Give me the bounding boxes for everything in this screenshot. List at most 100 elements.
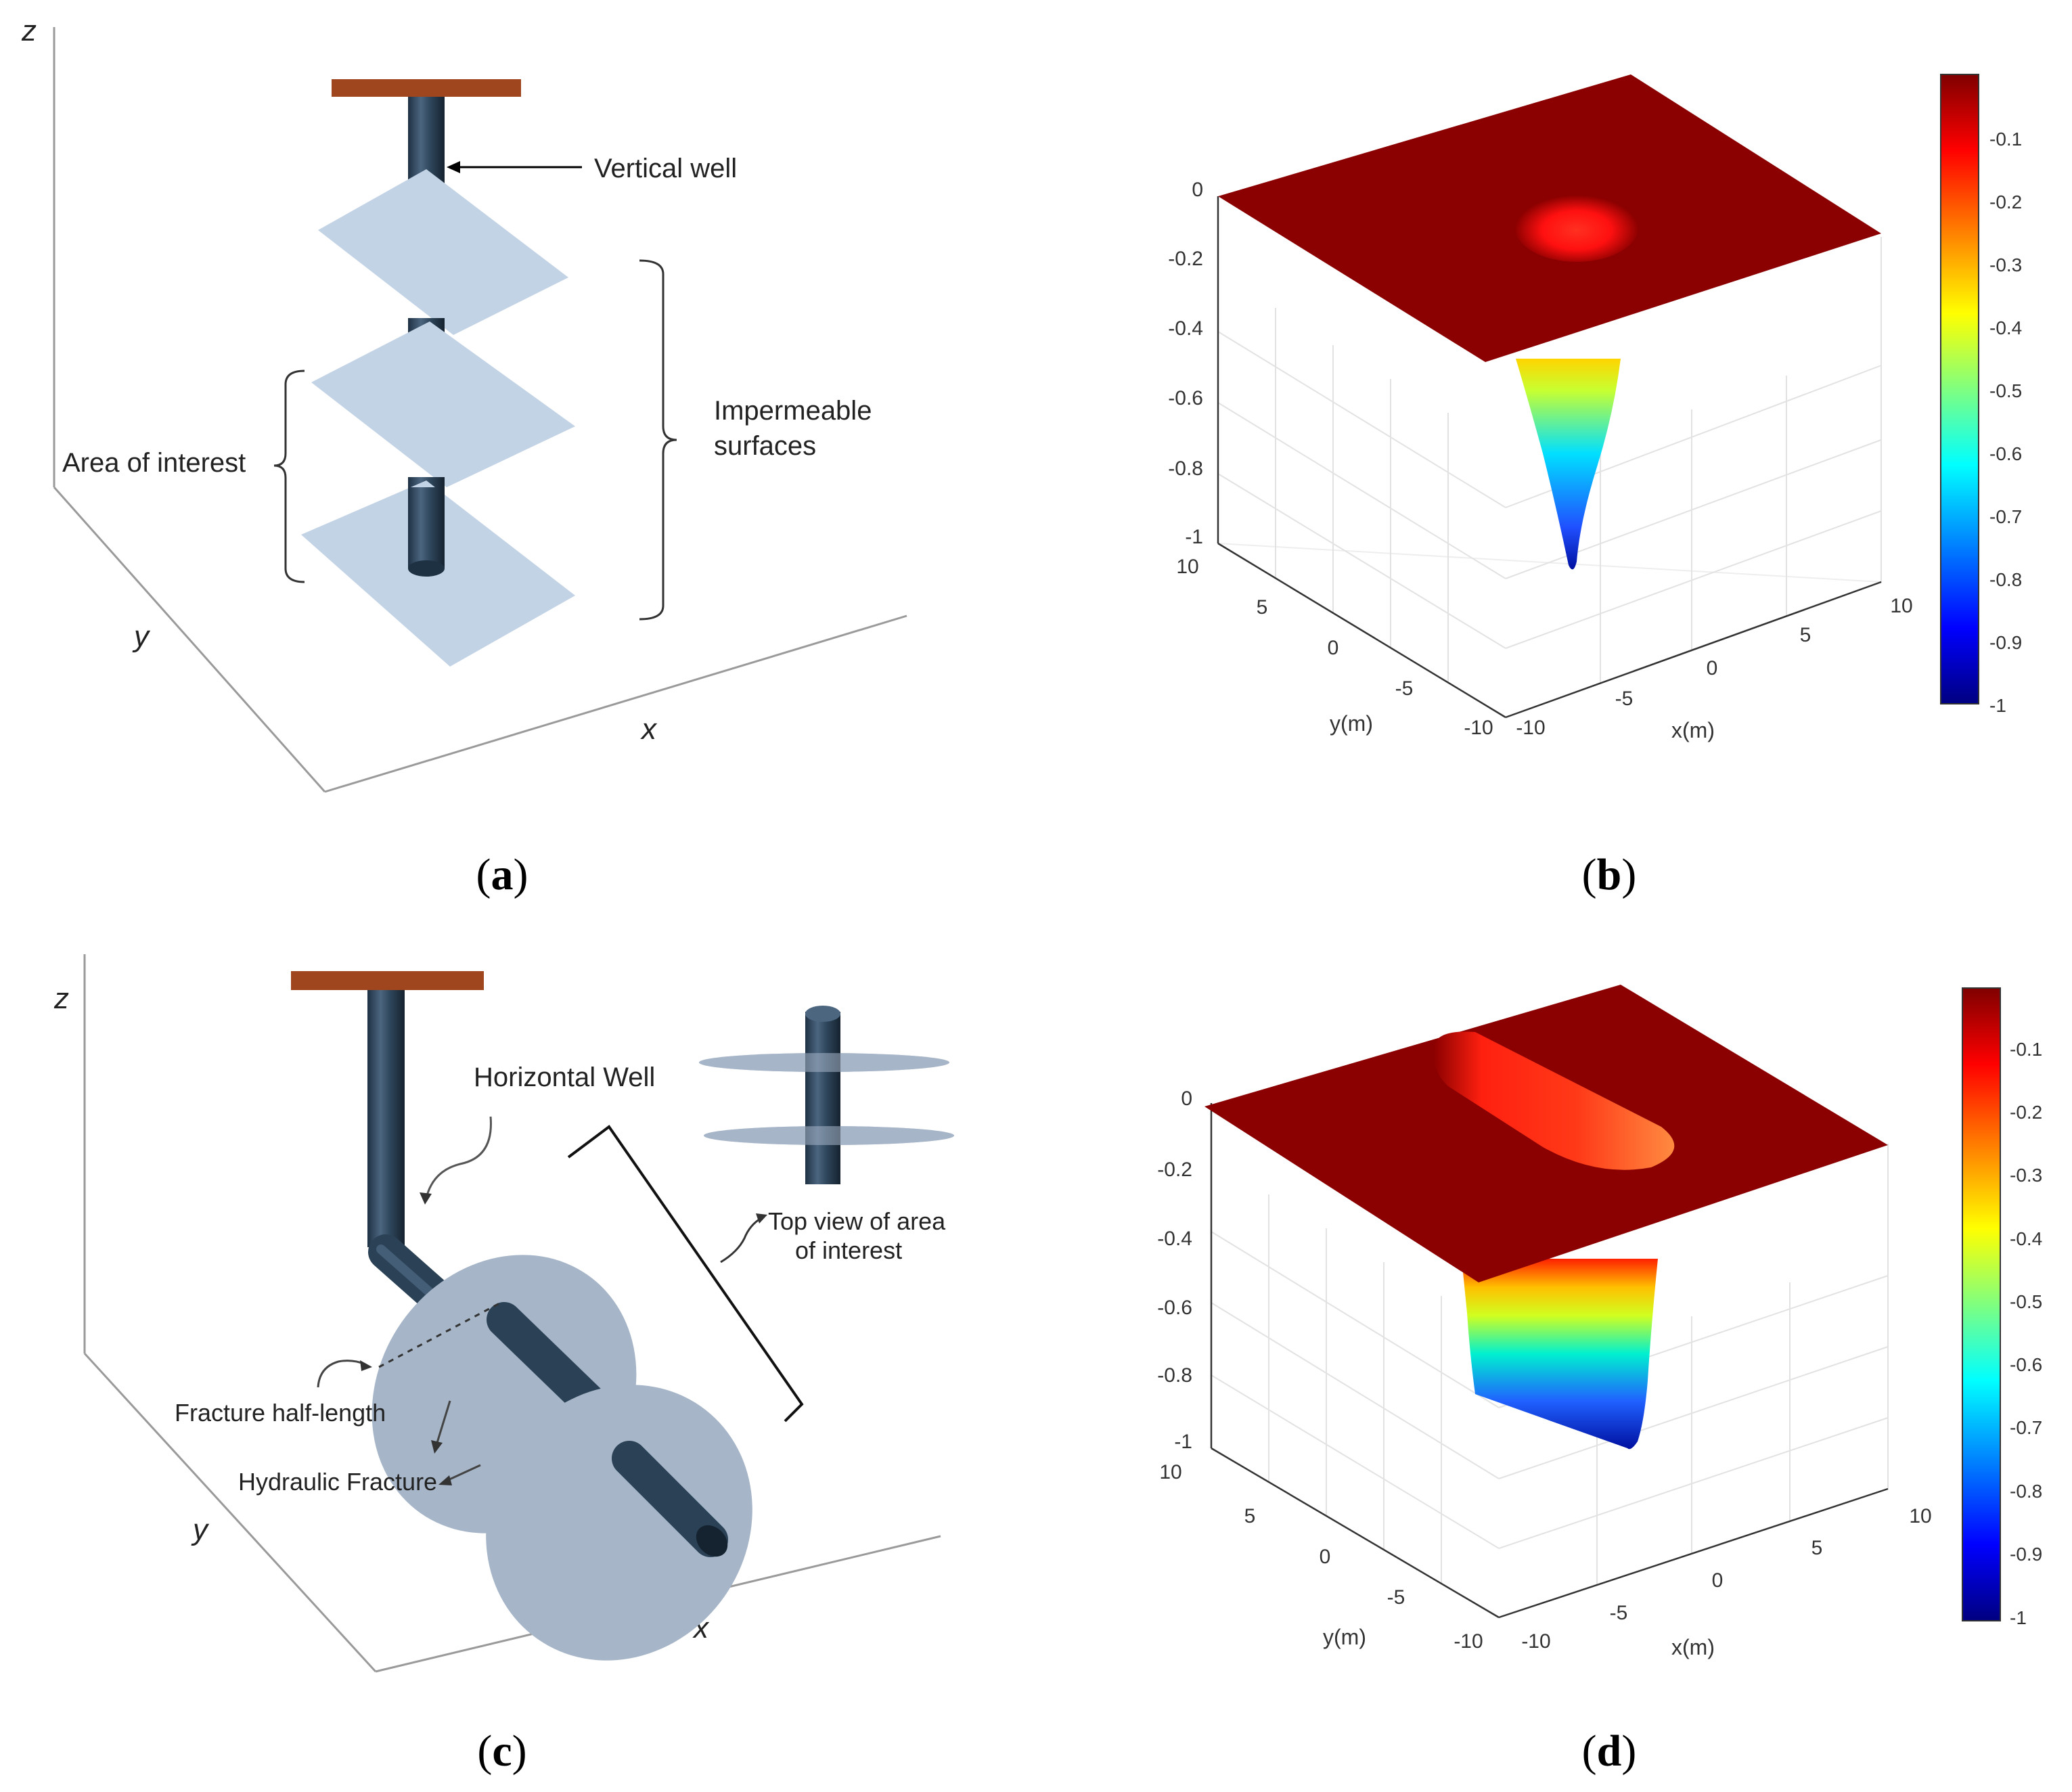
panel-b-z-ticks: 0 -0.2 -0.4 -0.6 -0.8 -1 bbox=[1168, 179, 1203, 548]
panel-b-y-label: y(m) bbox=[1330, 711, 1373, 736]
colorbar-tick: -0.4 bbox=[2010, 1228, 2042, 1249]
colorbar-tick: -0.6 bbox=[2010, 1354, 2042, 1375]
panel-b-y-ticks: 10 5 0 -5 -10 bbox=[1176, 556, 1493, 739]
panel-a-axis-x-label: x bbox=[640, 713, 658, 746]
panel-b-surface-plot: 0 -0.2 -0.4 -0.6 -0.8 -1 10 5 0 -5 -10 -… bbox=[1168, 74, 2022, 742]
x-tick: -10 bbox=[1521, 1630, 1550, 1653]
z-tick: 0 bbox=[1181, 1088, 1192, 1110]
lateral-segment-3 bbox=[612, 1441, 728, 1557]
panel-b-colorbar-ticks: -0.1 -0.2 -0.3 -0.4 -0.5 -0.6 -0.7 -0.8 … bbox=[1989, 129, 2022, 716]
x-tick: 10 bbox=[1909, 1505, 1931, 1527]
z-tick: -0.8 bbox=[1168, 457, 1203, 480]
top-view-pipe-end bbox=[805, 1006, 840, 1022]
panel-a-axis-y-label: y bbox=[132, 620, 151, 653]
panel-c-horizontal-well-diagram: z y x Horizontal Well Top view of area o… bbox=[53, 954, 954, 1673]
y-tick: -5 bbox=[1387, 1586, 1405, 1609]
panel-d-fracture-depression bbox=[1433, 1031, 1675, 1170]
hydraulic-fracture-arrowhead-1 bbox=[431, 1440, 443, 1454]
label-fracture-half-length: Fracture half-length bbox=[175, 1399, 386, 1427]
y-tick: -5 bbox=[1395, 677, 1414, 700]
well-head-cap bbox=[332, 79, 521, 97]
x-tick: -10 bbox=[1516, 717, 1545, 739]
panel-d-y-ticks: 10 5 0 -5 -10 bbox=[1159, 1461, 1483, 1653]
z-tick: -0.4 bbox=[1157, 1228, 1192, 1250]
horizontal-well-arrowhead bbox=[420, 1192, 432, 1205]
label-hydraulic-fracture: Hydraulic Fracture bbox=[238, 1468, 437, 1496]
hydraulic-fracture-arrowhead-2 bbox=[438, 1475, 452, 1485]
well-head-cap bbox=[291, 971, 484, 990]
y-tick: 0 bbox=[1328, 637, 1339, 659]
colorbar-tick: -0.1 bbox=[1989, 129, 2022, 150]
caption-d: (d) bbox=[1581, 1726, 1637, 1776]
panel-b-drawdown-funnel bbox=[1516, 359, 1621, 570]
label-area-of-interest: Area of interest bbox=[62, 448, 246, 478]
hydraulic-fracture-pointer-2 bbox=[446, 1464, 481, 1482]
colorbar-tick: -0.9 bbox=[2010, 1544, 2042, 1565]
pipe-end bbox=[696, 1525, 728, 1557]
x-tick: 10 bbox=[1890, 595, 1912, 617]
colorbar-tick: -0.5 bbox=[2010, 1291, 2042, 1312]
area-of-interest-brace bbox=[273, 369, 305, 583]
label-horizontal-well: Horizontal Well bbox=[474, 1062, 655, 1092]
fracture-half-length-pointer bbox=[317, 1360, 366, 1388]
colorbar-tick: -0.8 bbox=[1989, 569, 2022, 590]
colorbar-tick: -0.9 bbox=[1989, 632, 2022, 653]
panel-d-axes bbox=[1210, 1103, 1889, 1619]
panel-d-x-label: x(m) bbox=[1671, 1635, 1715, 1659]
y-tick: 0 bbox=[1320, 1546, 1331, 1568]
label-impermeable-line1: Impermeable bbox=[714, 396, 872, 426]
panel-d-y-label: y(m) bbox=[1323, 1625, 1366, 1649]
panel-d-drawdown-trench bbox=[1462, 1259, 1658, 1450]
label-vertical-well: Vertical well bbox=[594, 154, 737, 183]
caption-a: (a) bbox=[476, 850, 528, 899]
x-tick: 5 bbox=[1811, 1537, 1823, 1559]
y-tick: 10 bbox=[1176, 556, 1198, 578]
panel-a-vertical-well-diagram: z y x Vertical well Impermeable surfaces… bbox=[21, 14, 907, 793]
colorbar-tick: -0.1 bbox=[2010, 1039, 2042, 1060]
colorbar-tick: -0.3 bbox=[1989, 254, 2022, 275]
panel-c-axis-y-label: y bbox=[191, 1513, 210, 1546]
panel-d-colorbar bbox=[1962, 987, 2001, 1621]
panel-c-axis-z-label: z bbox=[53, 982, 69, 1015]
colorbar-tick: -0.3 bbox=[2010, 1165, 2042, 1186]
label-top-view-line2: of interest bbox=[795, 1236, 902, 1264]
z-tick: -0.2 bbox=[1157, 1159, 1192, 1181]
z-tick: -0.6 bbox=[1157, 1297, 1192, 1319]
y-tick: -10 bbox=[1464, 717, 1493, 739]
fracture-half-length-arrowhead bbox=[360, 1360, 372, 1371]
z-tick: -0.6 bbox=[1168, 387, 1203, 409]
y-tick: 10 bbox=[1159, 1461, 1181, 1483]
colorbar-tick: -0.2 bbox=[2010, 1102, 2042, 1123]
top-view-arrowhead bbox=[756, 1213, 767, 1224]
top-view-pointer bbox=[720, 1217, 762, 1263]
colorbar-tick: -0.7 bbox=[2010, 1417, 2042, 1438]
x-tick: 0 bbox=[1712, 1569, 1724, 1592]
z-tick: -0.8 bbox=[1157, 1364, 1192, 1387]
impermeable-surface-2 bbox=[311, 321, 575, 487]
hydraulic-fracture-pointer-1 bbox=[435, 1400, 451, 1446]
z-tick: -0.4 bbox=[1168, 317, 1203, 340]
panel-b-x-label: x(m) bbox=[1671, 718, 1715, 742]
z-tick: -1 bbox=[1185, 526, 1203, 548]
top-view-pipe bbox=[805, 1012, 840, 1184]
vertical-well-arrowhead bbox=[447, 161, 460, 173]
z-tick: -1 bbox=[1174, 1431, 1192, 1453]
x-tick: -5 bbox=[1615, 688, 1634, 710]
panel-d-colorbar-ticks: -0.1 -0.2 -0.3 -0.4 -0.5 -0.6 -0.7 -0.8 … bbox=[2010, 1039, 2042, 1628]
impermeable-surface-1 bbox=[318, 169, 568, 335]
z-tick: 0 bbox=[1192, 179, 1203, 201]
x-tick: 0 bbox=[1707, 657, 1718, 679]
y-tick: -10 bbox=[1454, 1630, 1483, 1653]
colorbar-tick: -0.4 bbox=[1989, 317, 2022, 338]
panel-b-axes bbox=[1217, 196, 1882, 719]
colorbar-tick: -0.7 bbox=[1989, 506, 2022, 527]
colorbar-tick: -0.8 bbox=[2010, 1481, 2042, 1502]
caption-c: (c) bbox=[477, 1726, 527, 1776]
label-impermeable-line2: surfaces bbox=[714, 431, 816, 461]
panel-b-x-ticks: -10 -5 0 5 10 bbox=[1516, 595, 1912, 739]
top-view-disc-1-front bbox=[699, 1053, 949, 1072]
caption-b: (b) bbox=[1581, 850, 1637, 899]
y-tick: 5 bbox=[1244, 1505, 1256, 1527]
fracture-half-length-dashed bbox=[378, 1301, 501, 1368]
impermeable-brace bbox=[639, 259, 677, 621]
